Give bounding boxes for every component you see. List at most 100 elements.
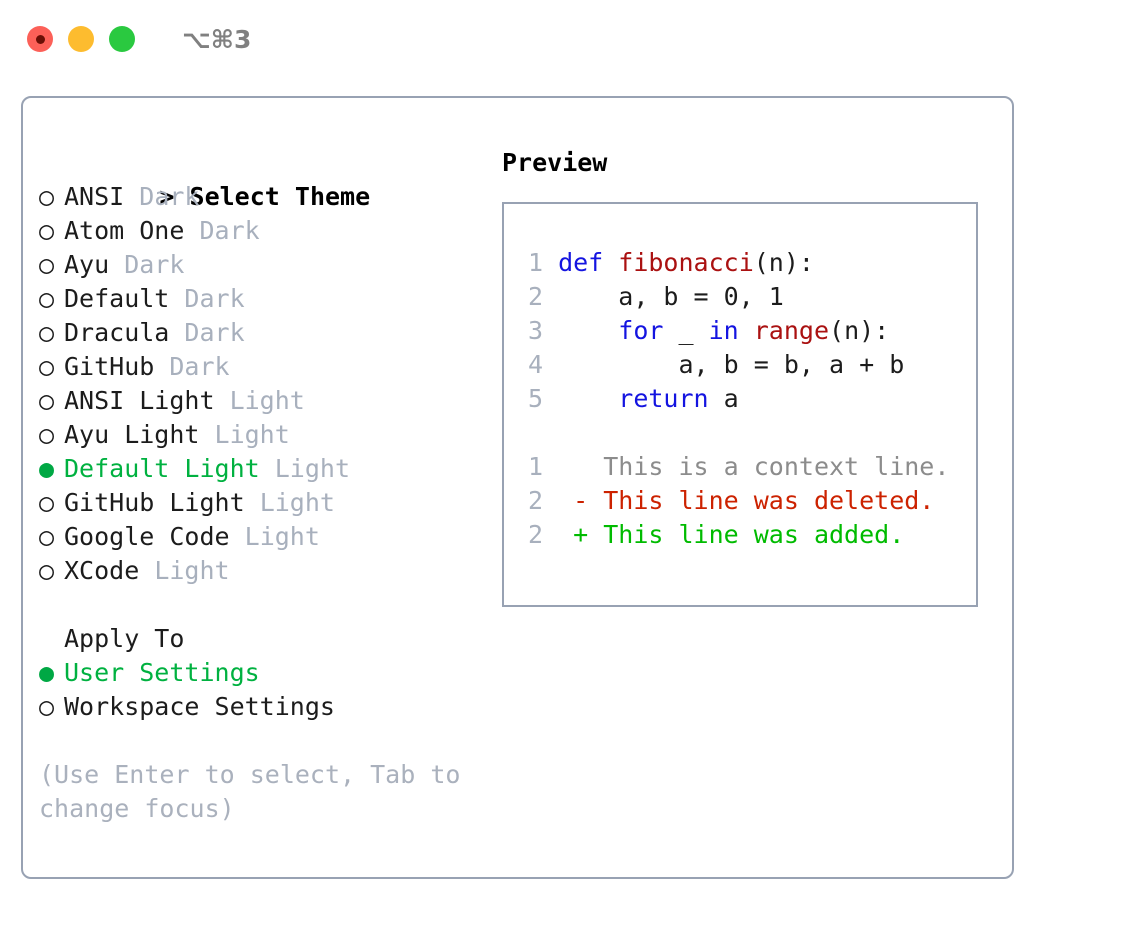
theme-category-tag: Light xyxy=(229,386,305,415)
theme-category-tag: Light xyxy=(274,454,350,483)
window-titlebar: ⌥⌘3 xyxy=(0,0,1140,78)
preview-column: Preview 1 def fibonacci(n):2 a, b = 0, 1… xyxy=(502,146,1002,607)
theme-name: ANSI Light xyxy=(64,386,215,415)
close-icon xyxy=(35,34,45,44)
line-number: 5 xyxy=(527,384,543,413)
radio-selected-icon: ● xyxy=(39,454,55,483)
theme-list-item[interactable]: ○Default Dark xyxy=(39,282,479,316)
radio-unselected-icon: ○ xyxy=(39,692,55,721)
code-token: a xyxy=(723,384,739,413)
radio-unselected-icon: ○ xyxy=(39,250,55,279)
apply-to-name: Workspace Settings xyxy=(64,692,335,721)
hint-line-1: (Use Enter to select, Tab to xyxy=(39,760,461,789)
code-line: 3 for _ in range(n): xyxy=(518,314,970,348)
theme-picker-header: > Select Theme xyxy=(39,146,479,211)
hint-spacer xyxy=(39,724,479,758)
radio-unselected-icon: ○ xyxy=(39,386,55,415)
theme-list-item[interactable]: ○ Ayu Light Light xyxy=(39,418,479,452)
code-token: fibonacci xyxy=(618,248,754,277)
theme-name: ANSI xyxy=(64,182,125,211)
diff-line: 2 - This line was deleted. xyxy=(518,484,970,518)
theme-name: XCode xyxy=(64,556,140,585)
theme-category-tag: Dark xyxy=(124,250,185,279)
diff-line: 2 + This line was added. xyxy=(518,518,970,552)
theme-name: Ayu Light xyxy=(64,420,200,449)
radio-unselected-icon: ○ xyxy=(39,216,55,245)
line-number: 3 xyxy=(527,316,543,345)
section-spacer xyxy=(39,588,479,622)
radio-unselected-icon: ○ xyxy=(39,318,55,347)
code-token: _ xyxy=(678,316,709,345)
theme-category-tag: Dark xyxy=(199,216,260,245)
apply-to-item[interactable]: ○ Workspace Settings xyxy=(39,690,479,724)
preview-title: Preview xyxy=(502,148,608,177)
theme-list-item[interactable]: ○Google Code Light xyxy=(39,520,479,554)
radio-unselected-icon: ○ xyxy=(39,556,55,585)
theme-name: Dracula xyxy=(64,318,170,347)
theme-list-item[interactable]: ○ Dracula Dark xyxy=(39,316,479,350)
code-token: in xyxy=(708,316,754,345)
apply-to-name: User Settings xyxy=(64,658,260,687)
line-number: 2 xyxy=(527,486,543,515)
apply-to-header: Apply To xyxy=(39,622,479,656)
theme-name: Atom One xyxy=(64,216,185,245)
code-token: range xyxy=(753,316,830,345)
line-number: 2 xyxy=(527,282,543,311)
radio-unselected-icon: ○ xyxy=(39,420,55,449)
theme-list: ○ANSI Dark○Atom One Dark○Ayu Dark○Defaul… xyxy=(39,180,479,588)
diff-sample: 1 This is a context line. 2 - This line w… xyxy=(518,450,970,552)
theme-picker-column: > Select Theme ○ANSI Dark○Atom One Dark○… xyxy=(39,146,479,826)
radio-unselected-icon: ○ xyxy=(39,522,55,551)
code-token: def xyxy=(558,248,619,277)
theme-list-item[interactable]: ○GitHub Light Light xyxy=(39,486,479,520)
radio-unselected-icon: ○ xyxy=(39,352,55,381)
radio-selected-icon: ● xyxy=(39,658,55,687)
theme-name: Ayu xyxy=(64,250,110,279)
close-button[interactable] xyxy=(27,26,53,52)
code-line: 2 a, b = 0, 1 xyxy=(518,280,970,314)
hint-line-2: change focus) xyxy=(39,794,235,823)
theme-category-tag: Dark xyxy=(139,182,200,211)
code-token: return xyxy=(558,384,724,413)
theme-list-item[interactable]: ○ Ayu Dark xyxy=(39,248,479,282)
theme-category-tag: Light xyxy=(214,420,290,449)
theme-list-item[interactable]: ○ XCode Light xyxy=(39,554,479,588)
theme-name: Google Code xyxy=(64,522,230,551)
line-number: 1 xyxy=(527,452,543,481)
minimize-button[interactable] xyxy=(68,26,94,52)
line-number: 1 xyxy=(527,248,543,277)
apply-to-list: ● User Settings ○ Workspace Settings xyxy=(39,656,479,724)
apply-to-item[interactable]: ● User Settings xyxy=(39,656,479,690)
theme-category-tag: Dark xyxy=(184,318,245,347)
diff-marker xyxy=(573,452,588,481)
page-title: Select Theme xyxy=(189,182,371,211)
radio-unselected-icon: ○ xyxy=(39,284,55,313)
theme-list-item[interactable]: ● Default Light Light xyxy=(39,452,479,486)
theme-list-item[interactable]: ○ GitHub Dark xyxy=(39,350,479,384)
apply-to-label: Apply To xyxy=(64,624,185,653)
diff-marker: + xyxy=(573,520,589,549)
radio-unselected-icon: ○ xyxy=(39,488,55,517)
main-panel: > Select Theme ○ANSI Dark○Atom One Dark○… xyxy=(21,96,1014,879)
theme-list-item[interactable]: ○ ANSI Light Light xyxy=(39,384,479,418)
theme-list-item[interactable]: ○ ANSI Dark xyxy=(39,180,479,214)
theme-category-tag: Dark xyxy=(169,352,230,381)
code-line: 1 def fibonacci(n): xyxy=(518,246,970,280)
theme-name: GitHub xyxy=(64,352,155,381)
line-number: 2 xyxy=(527,520,543,549)
theme-category-tag: Dark xyxy=(184,284,245,313)
keyboard-shortcut-label: ⌥⌘3 xyxy=(182,24,252,54)
theme-category-tag: Light xyxy=(259,488,335,517)
theme-name: Default Light xyxy=(64,454,260,483)
radio-unselected-icon: ○ xyxy=(39,182,55,211)
theme-list-item[interactable]: ○ Atom One Dark xyxy=(39,214,479,248)
diff-text: This is a context line. xyxy=(603,452,950,481)
code-line: 5 return a xyxy=(518,382,970,416)
theme-category-tag: Light xyxy=(154,556,230,585)
diff-marker: - xyxy=(573,486,589,515)
maximize-button[interactable] xyxy=(109,26,135,52)
code-token: a, b = b, a + b xyxy=(558,350,905,379)
code-token: a, b = 0, 1 xyxy=(558,282,784,311)
